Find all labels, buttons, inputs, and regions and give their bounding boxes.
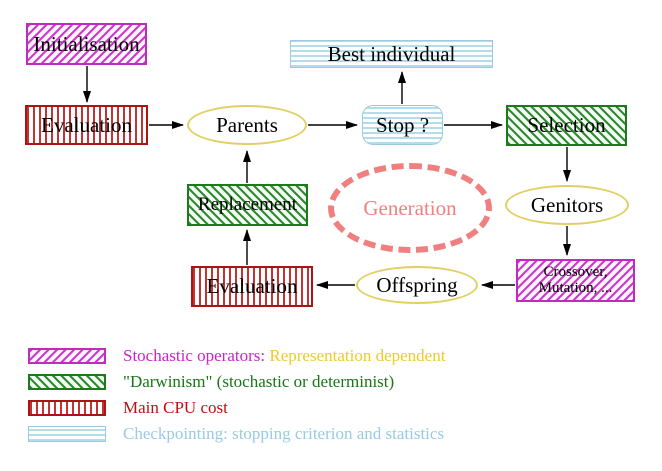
node-replacement: Replacement: [187, 184, 308, 226]
node-initialisation: Initialisation: [26, 23, 147, 65]
legend-swatch-cyan-stripes: [28, 426, 106, 442]
node-evaluation-top-label: Evaluation: [41, 112, 132, 137]
node-crossover-line1: Crossover,: [543, 263, 608, 280]
node-best-individual-label: Best individual: [327, 41, 456, 66]
legend-label-main-cpu-cost: Main CPU cost: [123, 398, 228, 417]
legend-row-stochastic-operators: Stochastic operators: Representation dep…: [28, 346, 445, 366]
node-offspring-label: Offspring: [376, 272, 458, 297]
legend-text-stochastic-operators: Stochastic operators: Representation dep…: [123, 346, 445, 366]
legend-label-checkpointing: Checkpointing: stopping criterion and st…: [123, 424, 445, 443]
node-evaluation-bottom-label: Evaluation: [206, 274, 298, 299]
node-best-individual: Best individual: [290, 40, 493, 68]
node-replacement-label: Replacement: [197, 194, 298, 216]
legend-swatch-red-stripes: [28, 400, 106, 416]
node-genitors-label: Genitors: [530, 192, 604, 217]
node-crossover-mutation: Crossover, Mutation, ...: [516, 259, 635, 302]
node-initialisation-label: Initialisation: [33, 31, 140, 56]
node-evaluation-bottom: Evaluation: [191, 266, 313, 307]
legend-row-checkpointing: Checkpointing: stopping criterion and st…: [28, 424, 444, 444]
node-parents: Parents: [187, 105, 307, 145]
legend-swatch-green-hatch: [28, 374, 106, 390]
node-selection: Selection: [506, 105, 627, 146]
node-evaluation-top: Evaluation: [25, 105, 148, 145]
node-parents-label: Parents: [216, 112, 278, 137]
legend-label-darwinism: "Darwinism" (stochastic or determinist): [123, 372, 395, 391]
node-stop-label: Stop ?: [375, 112, 430, 137]
legend-row-main-cpu-cost: Main CPU cost: [28, 398, 228, 418]
node-genitors: Genitors: [505, 185, 629, 225]
legend-label-stochastic-operators: Stochastic operators:: [123, 346, 266, 365]
legend-swatch-magenta-hatch: [28, 348, 106, 364]
legend-row-darwinism: "Darwinism" (stochastic or determinist): [28, 372, 394, 392]
node-crossover-line2: Mutation, ...: [538, 279, 613, 296]
node-selection-label: Selection: [527, 113, 606, 138]
node-stop: Stop ?: [362, 105, 443, 145]
generation-label: Generation: [363, 195, 457, 220]
generation-cycle-ellipse: Generation: [328, 163, 492, 253]
legend-label-representation-dependent: Representation dependent: [269, 346, 446, 365]
node-offspring: Offspring: [356, 266, 478, 304]
